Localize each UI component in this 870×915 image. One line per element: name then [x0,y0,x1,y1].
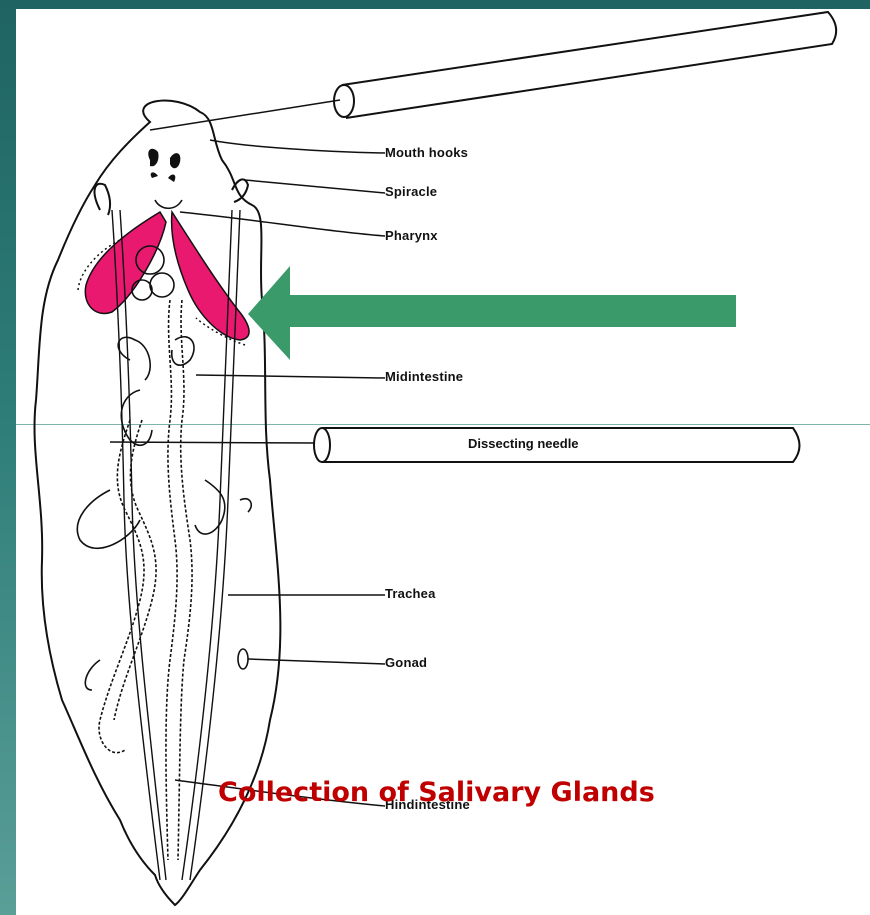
slide-caption: Collection of Salivary Glands [218,777,655,808]
salivary-glands [78,212,249,345]
label-gonad: Gonad [385,655,427,670]
label-pharynx: Pharynx [385,228,438,243]
label-dissecting-needle: Dissecting needle [468,436,579,451]
label-mouth-hooks: Mouth hooks [385,145,468,160]
upper-needle [150,12,836,130]
mouth-hooks [148,149,180,182]
label-spiracle: Spiracle [385,184,437,199]
label-midintestine: Midintestine [385,369,463,384]
label-trachea: Trachea [385,586,436,601]
pointer-arrow [248,266,736,360]
intestine [99,300,192,860]
